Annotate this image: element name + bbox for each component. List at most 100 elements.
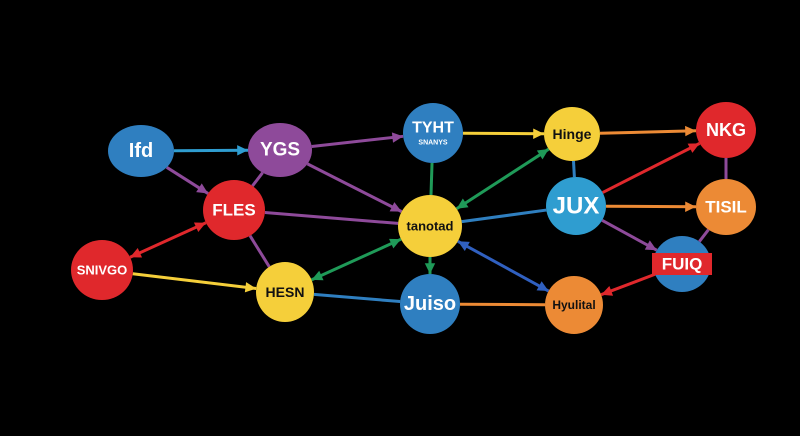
node-label: NKG [706, 120, 746, 140]
node-circle [545, 276, 603, 334]
edge-line [698, 228, 710, 243]
node-hinge[interactable]: Hinge [544, 107, 600, 161]
node-circle [403, 103, 463, 163]
node-label: Juiso [404, 293, 456, 315]
node-label: YGS [260, 140, 300, 161]
edge-tisil-fuiq [698, 228, 710, 243]
edge-tanotad-hinge [455, 147, 550, 211]
edge-line [605, 204, 697, 209]
node-ygs[interactable]: YGS [248, 123, 312, 177]
arrowhead [311, 270, 324, 281]
node-label: Ifd [129, 140, 153, 162]
node-juiso[interactable]: Juiso [400, 274, 460, 334]
edge-line [248, 234, 271, 268]
edge-line [572, 160, 576, 178]
node-circle [544, 107, 600, 161]
edge-line [461, 208, 547, 224]
node-label: FLES [212, 201, 255, 220]
edge-line [429, 162, 434, 196]
edge-line [310, 237, 402, 282]
node-circle [696, 179, 756, 235]
edge-tanotad-hyulital [457, 239, 550, 293]
edge-line [132, 272, 257, 291]
edge-tyht-hinge [462, 128, 545, 139]
node-tisil[interactable]: TISIL [696, 179, 756, 235]
edge-line [251, 171, 264, 187]
arrowhead [244, 282, 257, 293]
edge-hinge-nkg [599, 125, 697, 137]
node-label: Hinge [553, 126, 592, 142]
node-hyulital[interactable]: Hyulital [545, 276, 603, 334]
edge-hesn-juiso [313, 292, 401, 304]
edge-line [601, 142, 701, 194]
edge-hesn-tanotad [310, 237, 402, 282]
edge-line [313, 292, 401, 304]
arrowhead [536, 281, 549, 292]
edge-hinge-jux [572, 160, 576, 178]
arrowhead [424, 263, 436, 274]
edge-ygs-tyht [311, 132, 404, 148]
edge-tanotad-juiso [424, 257, 436, 274]
node-label: JUX [553, 193, 600, 220]
edge-fles-hesn [248, 234, 271, 268]
edge-line [306, 162, 403, 213]
edge-fuiq-hyulital [600, 272, 656, 297]
edges [129, 125, 728, 307]
node-tyht[interactable]: TYHT SNANYS [403, 103, 463, 163]
arrowhead [687, 143, 700, 153]
node-tanotad[interactable]: tanotad [398, 195, 462, 257]
node-sublabel: SNANYS [418, 140, 448, 147]
node-label: TYHT [412, 120, 454, 137]
edge-line [457, 239, 550, 293]
node-circle [71, 240, 133, 300]
node-snivgo[interactable]: SNIVGO [71, 240, 133, 300]
arrowhead [391, 132, 404, 143]
arrowhead [536, 149, 549, 160]
arrowhead [389, 202, 402, 212]
arrowhead [237, 145, 249, 156]
node-jux[interactable]: JUX [546, 177, 606, 235]
node-label: FUIQ [662, 255, 703, 274]
node-circle [398, 195, 462, 257]
node-circle [203, 180, 265, 240]
arrowhead [389, 238, 402, 249]
arrowhead [685, 125, 697, 137]
node-circle [546, 177, 606, 235]
node-circle [400, 274, 460, 334]
node-label: TISIL [705, 198, 747, 217]
node-nkg[interactable]: NKG [696, 102, 756, 158]
arrowhead [456, 198, 469, 209]
node-circle [256, 262, 314, 322]
node-circle [696, 102, 756, 158]
node-hesn[interactable]: HESN [256, 262, 314, 322]
edge-ifd-fles [165, 166, 209, 195]
edge-fles-tanotad [264, 211, 399, 225]
arrowhead [457, 241, 470, 252]
arrowhead [130, 248, 143, 258]
arrowhead [196, 183, 209, 194]
arrowhead [685, 201, 697, 212]
node-fles[interactable]: FLES [203, 180, 265, 240]
arrowhead [193, 222, 206, 232]
edge-line [459, 302, 546, 307]
edge-line [173, 148, 249, 153]
edge-fles-snivgo [129, 221, 207, 259]
edge-snivgo-hesn [132, 272, 257, 293]
node-label: tanotad [407, 219, 454, 234]
edge-tanotad-jux [461, 208, 547, 224]
arrowhead [644, 240, 657, 251]
node-ifd[interactable]: Ifd [108, 125, 174, 177]
node-label: Hyulital [552, 298, 595, 312]
nodes: Ifd YGS FLES SNIVGO HESN tanotad TYHT SNANYS Jui… [71, 102, 756, 334]
node-label-band [652, 253, 712, 275]
node-circle [108, 125, 174, 177]
node-label: HESN [266, 284, 305, 300]
node-fuiq[interactable]: FUIQ [652, 236, 712, 292]
edge-ygs-fles [251, 171, 264, 187]
edge-line [455, 147, 550, 211]
arrowhead [533, 128, 545, 139]
edge-ifd-ygs [173, 145, 249, 156]
edge-ygs-tanotad [306, 162, 403, 213]
edge-juiso-hyulital [459, 302, 546, 307]
